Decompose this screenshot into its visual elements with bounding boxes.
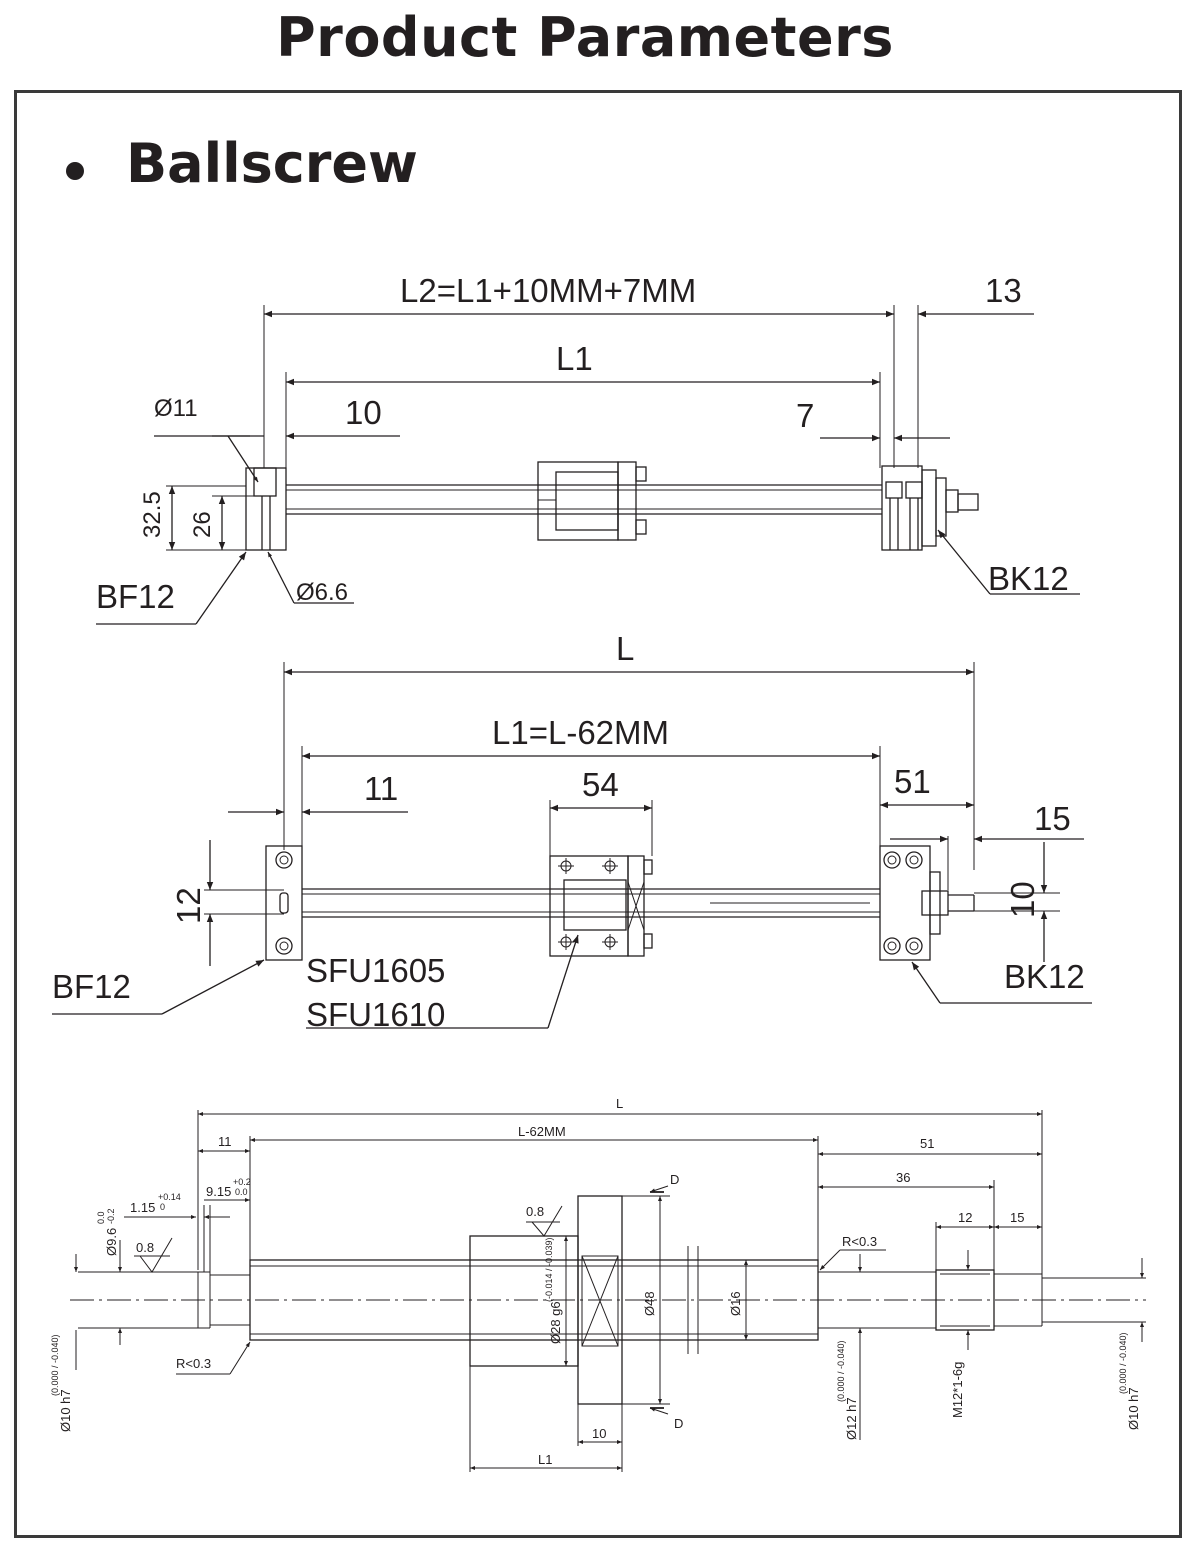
v3-section-d-top: D: [670, 1172, 679, 1187]
page-title: Product Parameters: [276, 6, 894, 69]
dim-13: 13: [985, 272, 1022, 309]
label-bk12: BK12: [1004, 958, 1085, 995]
v3-r03-left: R<0.3: [176, 1356, 211, 1371]
view2-assembly-drawing: [52, 662, 1092, 1029]
v3-dim-1-15-tol-lo: 0: [160, 1202, 165, 1212]
label-sfu1610: SFU1610: [306, 996, 445, 1033]
v3-dim-12: 12: [958, 1210, 972, 1225]
v3-r03-right: R<0.3: [842, 1234, 877, 1249]
v3-dim-36: 36: [896, 1170, 910, 1185]
v3-dim-l1: L1: [538, 1452, 552, 1467]
v3-dim-phi9-6-tol-up: 0.0: [96, 1211, 106, 1224]
dim-l1-l62: L1=L-62MM: [492, 714, 669, 751]
v3-dim-l: L: [616, 1096, 623, 1111]
dim-phi66: Ø6.6: [296, 579, 348, 606]
v3-dim-phi9-6-tol-lo: -0.2: [106, 1208, 116, 1224]
dim-l: L: [616, 630, 634, 667]
v3-dim-phi28-tol: (-0.014 / -0.039): [544, 1237, 554, 1302]
v3-dim-phi12: Ø12 h7: [844, 1397, 859, 1440]
dim-10: 10: [345, 394, 382, 431]
v3-section-d-bottom: D: [674, 1416, 683, 1431]
dim-26: 26: [189, 511, 216, 538]
v3-dim-11: 11: [218, 1134, 232, 1149]
v3-dim-phi28: Ø28 g6: [548, 1301, 563, 1344]
dim-32-5: 32.5: [139, 491, 166, 538]
label-bk12-top: BK12: [988, 560, 1069, 597]
dim-15: 15: [1034, 800, 1071, 837]
v3-roughness-1: 0.8: [136, 1240, 154, 1255]
label-bf12-top: BF12: [96, 578, 175, 615]
v3-dim-phi10-left: Ø10 h7: [58, 1389, 73, 1432]
label-bf12: BF12: [52, 968, 131, 1005]
v3-dim-phi10-right: Ø10 h7: [1126, 1387, 1141, 1430]
v3-dim-1-15: 1.15: [130, 1200, 155, 1215]
v3-dim-phi16: Ø16: [728, 1291, 743, 1316]
view3-shaft-detail-drawing: [70, 1110, 1146, 1472]
dim-51: 51: [894, 763, 931, 800]
label-sfu1605: SFU1605: [306, 952, 445, 989]
v3-dim-15: 15: [1010, 1210, 1024, 1225]
dim-12: 12: [170, 887, 207, 924]
v3-dim-9-15-tol-up: +0.2: [233, 1177, 251, 1187]
v3-dim-phi48: Ø48: [642, 1291, 657, 1316]
bullet-icon: [66, 162, 84, 180]
v3-dim-9-15-tol-lo: 0.0: [235, 1187, 248, 1197]
v3-dim-51: 51: [920, 1136, 934, 1151]
v3-dim-l62: L-62MM: [518, 1124, 566, 1139]
dim-phi11: Ø11: [154, 395, 198, 422]
dim-10-right: 10: [1004, 881, 1041, 918]
v3-dim-m12: M12*1-6g: [950, 1362, 965, 1418]
v3-dim-9-15: 9.15: [206, 1184, 231, 1199]
dim-l2: L2=L1+10MM+7MM: [400, 272, 696, 309]
content-frame: [14, 90, 1182, 1538]
v3-dim-1-15-tol-up: +0.14: [158, 1192, 181, 1202]
view1-top-drawing: [96, 305, 1080, 625]
v3-dim-phi9-6: Ø9.6: [104, 1228, 119, 1256]
v3-dim-10: 10: [592, 1426, 606, 1441]
v3-dim-phi10-right-tol: (0.000 / -0.040): [1118, 1332, 1128, 1394]
v3-roughness-2: 0.8: [526, 1204, 544, 1219]
dim-11: 11: [364, 770, 398, 807]
v3-dim-phi10-left-tol: (0.000 / -0.040): [50, 1334, 60, 1396]
dim-7: 7: [796, 397, 814, 434]
dim-l1: L1: [556, 340, 593, 377]
dim-54: 54: [582, 766, 619, 803]
section-title: Ballscrew: [126, 132, 418, 195]
v3-dim-phi12-tol: (0.000 / -0.040): [836, 1340, 846, 1402]
